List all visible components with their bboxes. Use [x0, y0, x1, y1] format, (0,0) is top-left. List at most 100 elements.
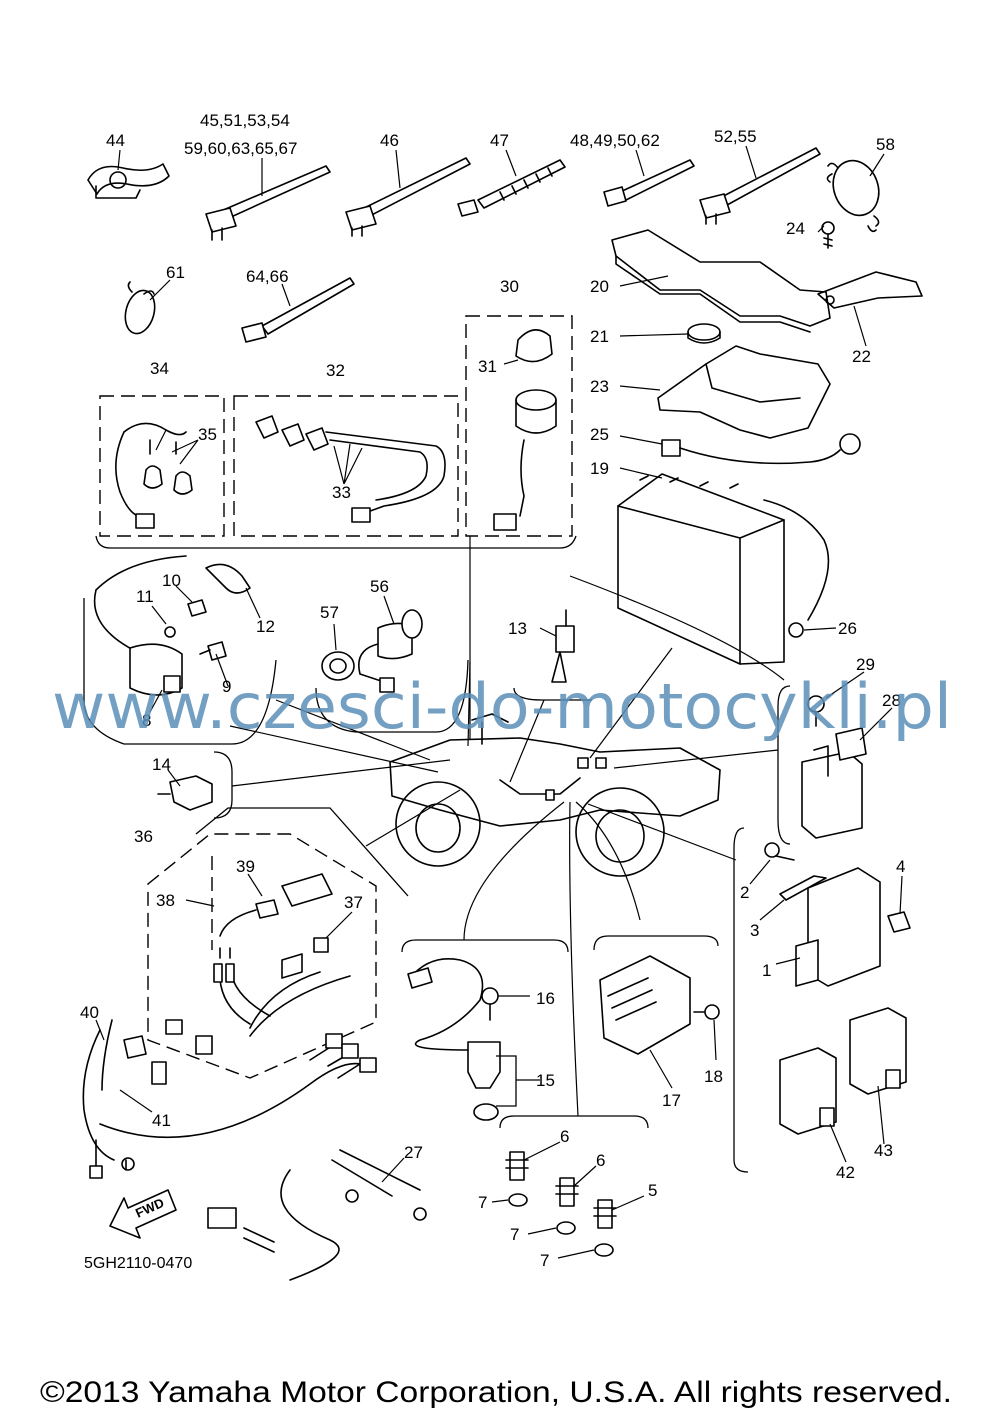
- label-38: 38: [156, 891, 175, 910]
- label-64: 64,66: [246, 267, 289, 286]
- label-19: 19: [590, 459, 609, 478]
- label-45: 45,51,53,54: [200, 111, 290, 130]
- sub-harness-34: [115, 422, 193, 529]
- label-52: 52,55: [714, 127, 757, 146]
- label-48: 48,49,50,62: [570, 131, 660, 150]
- label-24: 24: [786, 219, 805, 238]
- cover-23: [657, 345, 831, 439]
- atv-illustration: [389, 713, 721, 877]
- group-30: [465, 315, 573, 537]
- bolt-9: [199, 641, 227, 661]
- relay-28: [801, 727, 867, 839]
- screw-29: [807, 695, 825, 727]
- label-4: 4: [896, 857, 905, 876]
- label-27: 27: [404, 1143, 423, 1162]
- label-13: 13: [508, 619, 527, 638]
- diagram-code: 5GH2110-0470: [84, 1255, 192, 1272]
- bracket-8-12: [83, 598, 277, 745]
- label-59: 59,60,63,65,67: [184, 139, 297, 158]
- bracket-15-16: [401, 939, 569, 953]
- label-29: 29: [856, 655, 875, 674]
- screw-2: [764, 842, 795, 861]
- battery-19: [617, 473, 785, 665]
- label-7b: 7: [510, 1225, 519, 1244]
- cable-25: [661, 433, 861, 465]
- label-9: 9: [222, 677, 231, 696]
- sensor-14: [157, 775, 213, 811]
- label-35: 35: [198, 425, 217, 444]
- washer-7b: [556, 1221, 576, 1235]
- cable-26: [763, 499, 830, 638]
- label-20: 20: [590, 277, 609, 296]
- label-25: 25: [590, 425, 609, 444]
- label-43: 43: [874, 1141, 893, 1160]
- part-labels: 44 45,51,53,54 59,60,63,65,67 46 47 48,4…: [80, 111, 905, 1270]
- cap-4: [887, 911, 911, 933]
- bolt-6a: [505, 1151, 529, 1181]
- clip-44: [87, 163, 170, 199]
- washer-7a: [508, 1193, 528, 1207]
- bracket-17-18: [593, 935, 719, 951]
- label-17: 17: [662, 1091, 681, 1110]
- label-57: 57: [320, 603, 339, 622]
- label-41: 41: [152, 1111, 171, 1130]
- bracket-28-29: [777, 685, 791, 845]
- socket-56: [358, 609, 423, 693]
- label-3: 3: [750, 921, 759, 940]
- label-12: 12: [256, 617, 275, 636]
- band-61: [124, 281, 156, 335]
- bracket-14: [213, 751, 233, 819]
- label-34: 34: [150, 359, 169, 378]
- bracket-1-43: [733, 827, 749, 1173]
- label-47: 47: [490, 131, 509, 150]
- fwd-arrow: FWD: [109, 1189, 177, 1239]
- cable-tie-46: [345, 157, 471, 237]
- label-31: 31: [478, 357, 497, 376]
- cable-tie-48: [603, 159, 695, 207]
- relay-42: [779, 1047, 837, 1135]
- label-44: 44: [106, 131, 125, 150]
- label-6b: 6: [596, 1151, 605, 1170]
- bolt-10: [187, 599, 207, 617]
- cable-tie-52: [699, 147, 821, 225]
- label-10: 10: [162, 571, 181, 590]
- label-leaders: [95, 145, 903, 1259]
- label-16: 16: [536, 989, 555, 1008]
- washer-11: [164, 626, 176, 638]
- label-61: 61: [166, 263, 185, 282]
- spark-plug-13: [551, 609, 575, 683]
- bracket-5-7: [499, 1115, 649, 1129]
- label-28: 28: [882, 691, 901, 710]
- relay-43: [849, 1007, 907, 1095]
- bracket-22: [817, 271, 923, 309]
- label-46: 46: [380, 131, 399, 150]
- label-15: 15: [536, 1071, 555, 1090]
- watermark: www.czesci-do-motocykli.pl: [52, 670, 952, 743]
- label-32: 32: [326, 361, 345, 380]
- bracket-20: [611, 229, 831, 333]
- group-34: [99, 395, 225, 537]
- cable-tie-45: [205, 165, 331, 241]
- group-36: [147, 833, 377, 1079]
- label-6a: 6: [560, 1127, 569, 1146]
- label-22: 22: [852, 347, 871, 366]
- label-18: 18: [704, 1067, 723, 1086]
- bolt-16: [481, 987, 499, 1021]
- label-7c: 7: [540, 1251, 549, 1270]
- label-2: 2: [740, 883, 749, 902]
- wire-harness-41: [82, 1019, 377, 1179]
- bracket-3: [779, 875, 827, 901]
- bracket-15: [496, 1055, 517, 1107]
- label-26: 26: [838, 619, 857, 638]
- label-36: 36: [134, 827, 153, 846]
- bolt-6b: [555, 1177, 579, 1207]
- bracket-56-57: [315, 659, 469, 733]
- screw-24: [821, 221, 835, 249]
- bracket-13: [513, 687, 592, 701]
- label-1: 1: [762, 961, 771, 980]
- bracket-36: [195, 807, 409, 897]
- leader-lines: [229, 536, 785, 1117]
- group-32: [233, 395, 459, 537]
- cap-21: [687, 323, 721, 344]
